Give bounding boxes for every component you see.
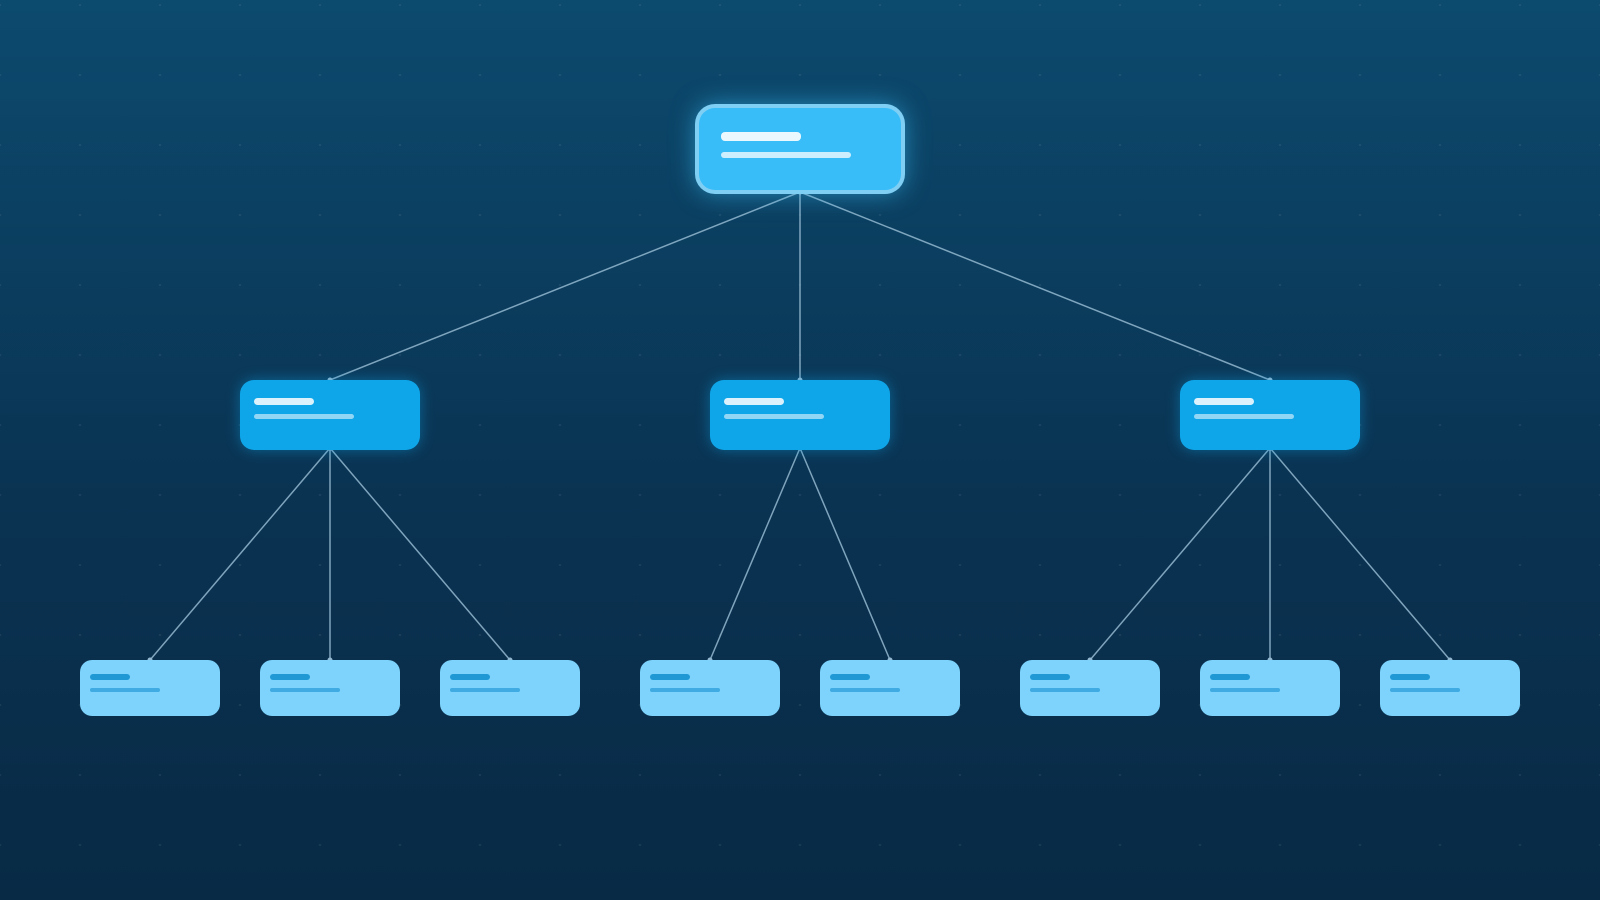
node-subtitle-placeholder — [1210, 688, 1280, 692]
node-subtitle-placeholder — [450, 688, 520, 692]
tree-node-c1[interactable] — [1020, 660, 1160, 716]
node-subtitle-placeholder — [1030, 688, 1100, 692]
edge-a-a1 — [149, 447, 331, 661]
node-title-placeholder — [1390, 674, 1430, 680]
tree-node-c[interactable] — [1180, 380, 1360, 450]
node-subtitle-placeholder — [830, 688, 900, 692]
node-subtitle-placeholder — [1390, 688, 1460, 692]
tree-node-b1[interactable] — [640, 660, 780, 716]
node-subtitle-placeholder — [721, 152, 851, 158]
node-title-placeholder — [90, 674, 130, 680]
tree-node-a2[interactable] — [260, 660, 400, 716]
edge-c-c3 — [1269, 447, 1451, 661]
node-title-placeholder — [830, 674, 870, 680]
edge-root-c — [799, 191, 1271, 381]
node-subtitle-placeholder — [254, 414, 354, 419]
tree-node-b2[interactable] — [820, 660, 960, 716]
edge-b-b2 — [799, 447, 891, 661]
edge-c-c1 — [1089, 447, 1271, 661]
node-title-placeholder — [1194, 398, 1254, 405]
node-subtitle-placeholder — [90, 688, 160, 692]
node-subtitle-placeholder — [1194, 414, 1294, 419]
tree-node-root[interactable] — [695, 104, 905, 194]
tree-node-b[interactable] — [710, 380, 890, 450]
node-subtitle-placeholder — [650, 688, 720, 692]
edge-a-a3 — [329, 447, 511, 661]
node-title-placeholder — [650, 674, 690, 680]
tree-node-a1[interactable] — [80, 660, 220, 716]
node-title-placeholder — [1210, 674, 1250, 680]
node-title-placeholder — [1030, 674, 1070, 680]
tree-node-a[interactable] — [240, 380, 420, 450]
tree-node-c3[interactable] — [1380, 660, 1520, 716]
tree-node-c2[interactable] — [1200, 660, 1340, 716]
node-title-placeholder — [450, 674, 490, 680]
tree-node-a3[interactable] — [440, 660, 580, 716]
edge-root-a — [329, 191, 801, 381]
node-title-placeholder — [254, 398, 314, 405]
node-title-placeholder — [721, 132, 801, 141]
node-subtitle-placeholder — [724, 414, 824, 419]
node-subtitle-placeholder — [270, 688, 340, 692]
node-title-placeholder — [270, 674, 310, 680]
edge-b-b1 — [709, 447, 801, 661]
node-title-placeholder — [724, 398, 784, 405]
